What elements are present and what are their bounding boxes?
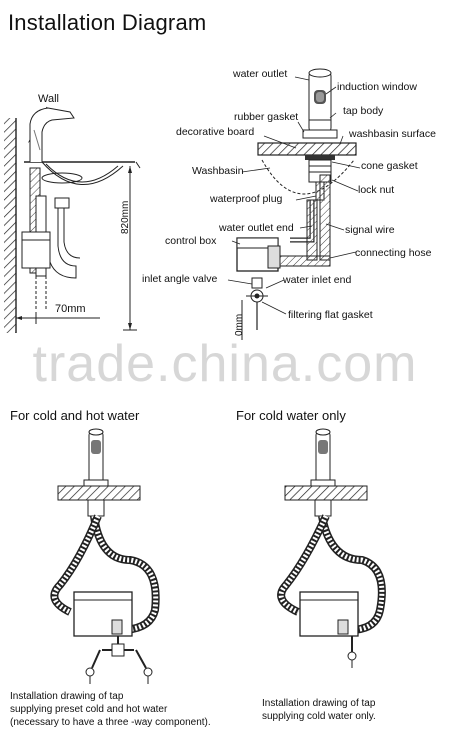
label-filtering-flat-gasket: filtering flat gasket bbox=[288, 309, 373, 321]
label-water-outlet-end: water outlet end bbox=[219, 222, 294, 234]
right-installation-figure bbox=[227, 68, 361, 340]
depth-dimension-label: 70mm bbox=[55, 303, 86, 315]
caption-line: (necessary to have a three -way componen… bbox=[10, 717, 211, 728]
label-water-inlet-end: water inlet end bbox=[283, 274, 352, 286]
label-control-box: control box bbox=[165, 235, 217, 247]
label-induction-window: induction window bbox=[337, 81, 417, 93]
label-decorative-board: decorative board bbox=[176, 126, 255, 138]
wall-hatch bbox=[4, 118, 16, 333]
label-lock-nut: lock nut bbox=[358, 184, 395, 196]
caption-cold-water-only: Installation drawing of tap supplying co… bbox=[262, 697, 376, 723]
label-waterproof-plug: waterproof plug bbox=[210, 193, 283, 205]
caption-cold-hot-water: Installation drawing of tap supplying pr… bbox=[10, 690, 211, 729]
caption-line: supplying cold water only. bbox=[262, 711, 376, 722]
caption-line: Installation drawing of tap bbox=[262, 698, 376, 709]
label-tap-body: tap body bbox=[343, 105, 384, 117]
height-dimension-label: 820mm bbox=[120, 200, 131, 234]
label-cone-gasket: cone gasket bbox=[361, 160, 418, 172]
wall-label: Wall bbox=[38, 93, 59, 105]
label-water-outlet: water outlet bbox=[233, 68, 288, 80]
label-inlet-angle-valve: inlet angle valve bbox=[142, 273, 218, 285]
heading-cold-hot-water: For cold and hot water bbox=[10, 408, 140, 423]
left-installation-figure bbox=[4, 106, 141, 333]
cold-water-only-figure bbox=[277, 428, 386, 668]
label-connecting-hose: connecting hose bbox=[355, 247, 432, 259]
watermark: trade.china.com bbox=[32, 335, 418, 393]
caption-line: supplying preset cold and hot water bbox=[10, 704, 168, 715]
cold-hot-water-figure bbox=[50, 428, 160, 684]
heading-cold-water-only: For cold water only bbox=[236, 408, 346, 423]
page-title: Installation Diagram bbox=[8, 10, 207, 35]
cut-dimension-label: 0mm bbox=[234, 313, 245, 336]
label-washbasin: Washbasin bbox=[192, 165, 244, 177]
label-signal-wire: signal wire bbox=[345, 224, 395, 236]
caption-line: Installation drawing of tap bbox=[10, 691, 124, 702]
label-washbasin-surface: washbasin surface bbox=[349, 128, 436, 140]
label-rubber-gasket: rubber gasket bbox=[234, 111, 299, 123]
